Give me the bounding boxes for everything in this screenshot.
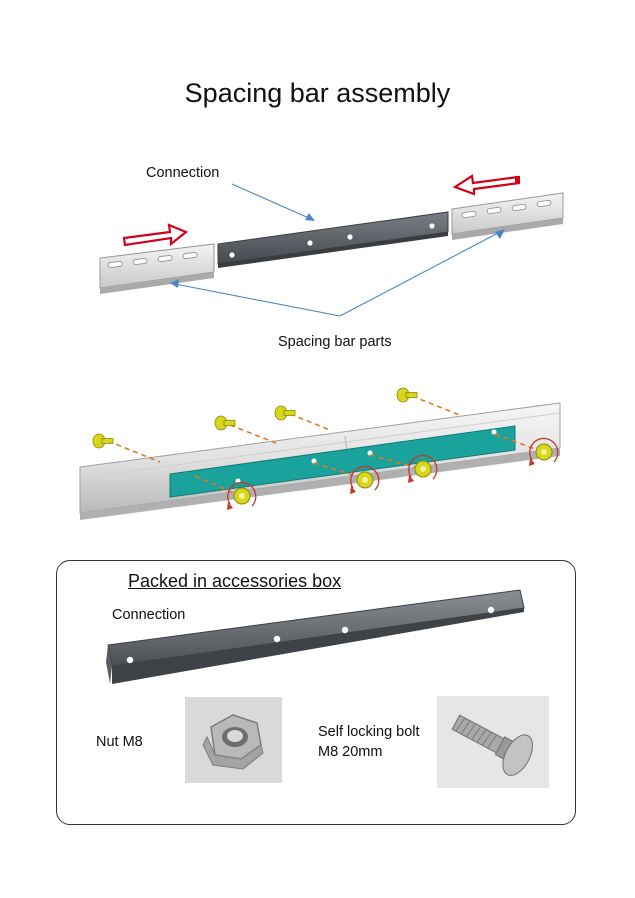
arrow-left-icon: [452, 174, 521, 196]
bolt-icon: [92, 387, 418, 449]
arrow-right-icon: [122, 223, 189, 247]
spacing-bar-part-right: [451, 192, 564, 240]
nut-label: Nut M8: [96, 734, 143, 750]
hex-nut-icon: [202, 714, 264, 770]
accessory-connection-label: Connection: [112, 607, 186, 623]
leader-lines: [170, 183, 505, 317]
connection-bar-accessory: [106, 589, 525, 684]
accessories-heading: Packed in accessories box: [128, 571, 342, 591]
bolt-label: Self locking bolt M8 20mm: [318, 722, 420, 762]
nut-photo: [185, 697, 282, 783]
spacing-bar-part-left: [99, 243, 215, 294]
bolt-photo: [437, 696, 549, 788]
bolt-label-line1: Self locking bolt: [318, 724, 420, 740]
accessories-box: [56, 560, 576, 825]
assembled-rail: [79, 402, 561, 520]
connection-label: Connection: [146, 165, 220, 181]
page-title: Spacing bar assembly: [184, 78, 451, 108]
carriage-bolt-icon: [451, 714, 534, 776]
bolt-label-line2: M8 20mm: [318, 744, 383, 760]
connection-plate-top: [217, 211, 449, 268]
nut-icon: [227, 437, 559, 510]
spacing-bar-parts-label: Spacing bar parts: [278, 334, 392, 350]
